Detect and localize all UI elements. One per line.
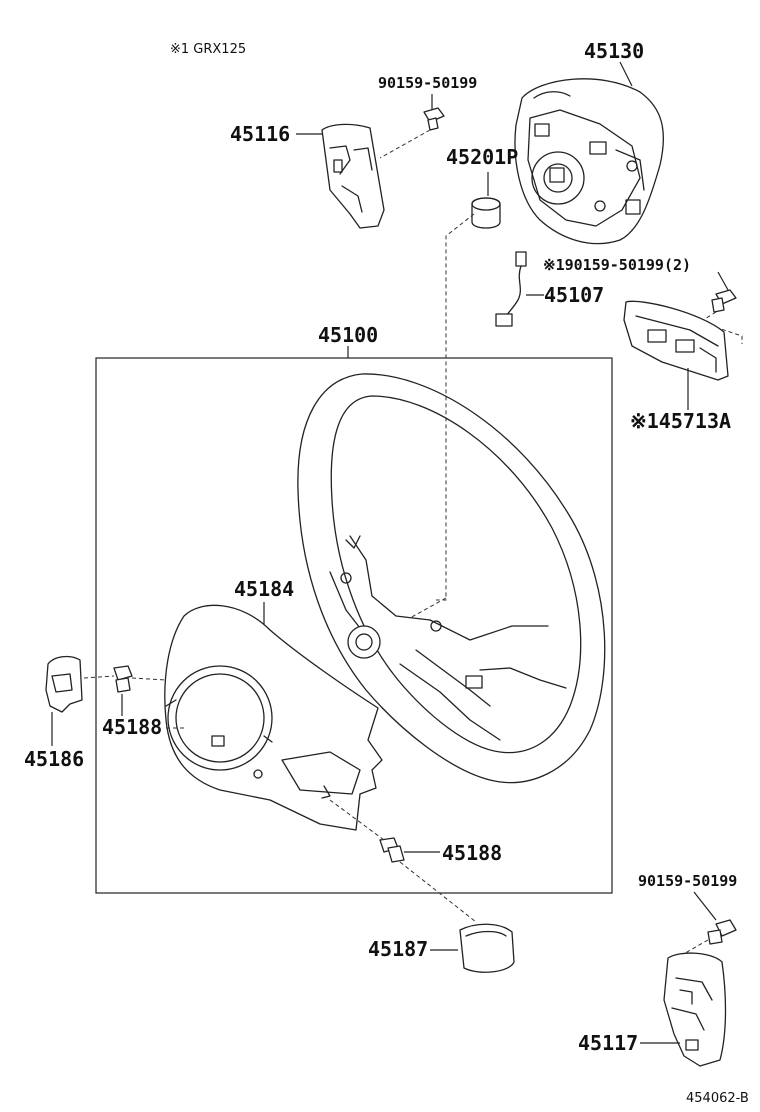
diagram-id: 454062-B: [686, 1091, 749, 1106]
bolt-90159-bottom-drawing: [707, 919, 737, 945]
leader-90159-bottom: [693, 891, 717, 921]
label-45184: 45184: [234, 577, 294, 601]
steering-wheel-45100-drawing: [297, 373, 606, 784]
label-45117: 45117: [578, 1031, 638, 1055]
dash-90159-top: [379, 129, 431, 159]
bolts-90159-2-drawing: [711, 289, 737, 313]
leader-45130: [619, 61, 633, 87]
cap-45187-drawing: [459, 923, 515, 973]
switch-45117-drawing: [663, 952, 727, 1067]
label-45188-right: 45188: [442, 841, 502, 865]
lower-cover-45184-drawing: [164, 604, 383, 831]
dash-45188-right-b: [399, 861, 477, 923]
dash-90159-bottom: [679, 939, 709, 957]
dash-45188-right-a: [329, 799, 385, 841]
label-45188-left: 45188: [102, 715, 162, 739]
dash-45188-left-a: [83, 675, 115, 679]
model-note: ※1 GRX125: [170, 42, 246, 57]
label-45187: 45187: [368, 937, 428, 961]
screw-45188-right-drawing: [379, 837, 405, 863]
assembly-frame: [95, 357, 613, 894]
label-90159-bottom: 90159-50199: [638, 872, 737, 890]
label-45116: 45116: [230, 122, 290, 146]
label-90159-top: 90159-50199: [378, 74, 477, 92]
leader-90159-2: [717, 271, 729, 291]
harness-45107-drawing: [495, 251, 527, 327]
dash-45201P: [436, 213, 475, 601]
label-45130: 45130: [584, 39, 644, 63]
dash-45201P-b: [409, 597, 447, 619]
label-45100: 45100: [318, 323, 378, 347]
label-45713A: ※145713A: [630, 409, 731, 433]
clip-45186-drawing: [45, 655, 83, 713]
dash-90159-2: [698, 311, 743, 344]
label-90159-2: ※190159-50199(2): [543, 256, 691, 274]
dash-45188-left-b: [131, 677, 167, 681]
switch-45713A-drawing: [623, 300, 729, 381]
nut-45201P-drawing: [471, 197, 501, 229]
label-45186: 45186: [24, 747, 84, 771]
airbag-pad-45130-drawing: [514, 78, 665, 245]
bolt-90159-top-drawing: [423, 107, 445, 131]
label-45107: 45107: [544, 283, 604, 307]
screw-45188-left-drawing: [113, 665, 133, 693]
label-45201P: 45201P: [446, 145, 518, 169]
switch-45116-drawing: [321, 123, 385, 229]
